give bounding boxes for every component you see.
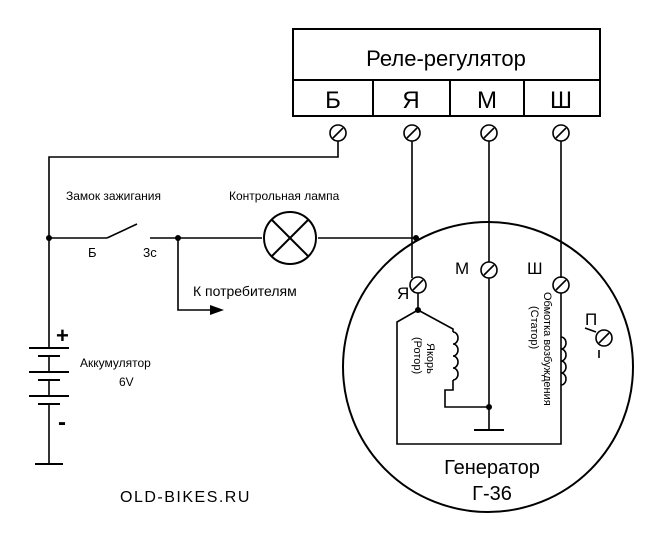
- battery-label: Аккумулятор: [80, 356, 151, 370]
- stator-coil: [560, 336, 567, 386]
- wire-b: [48, 141, 339, 340]
- wires: [48, 141, 562, 340]
- ignition-switch-contact: [106, 223, 138, 239]
- battery: + - Аккумулятор 6V: [29, 323, 151, 465]
- gen-terminal-p: [595, 329, 613, 347]
- battery-plus: +: [56, 323, 69, 348]
- relay-screw-terminals: [329, 124, 570, 142]
- battery-voltage: 6V: [119, 375, 134, 389]
- battery-minus: -: [58, 409, 66, 436]
- consumers-label: К потребителям: [193, 283, 297, 299]
- wire-consumers: [177, 238, 210, 311]
- consumers-arrow: [210, 305, 224, 315]
- relay-terminal-b: Б: [325, 87, 341, 114]
- stator-label: Обмотка возбуждения: [541, 292, 553, 406]
- gen-label-sh: Ш: [527, 259, 543, 278]
- junction-dots: [46, 235, 492, 410]
- relay-terminal-ya: Я: [402, 87, 419, 114]
- generator-title: Генератор: [444, 457, 540, 479]
- ignition-switch-label: Замок зажигания: [66, 189, 161, 203]
- relay-regulator: Реле-регулятор Б Я М Ш: [292, 28, 601, 117]
- switch-contact-b: Б: [88, 245, 97, 260]
- gen-label-p: П: [585, 310, 597, 329]
- stator-label-sub: (Статор): [528, 306, 540, 349]
- gen-label-ya: Я: [397, 284, 409, 303]
- gen-label-m: М: [455, 259, 469, 278]
- watermark: OLD-BIKES.RU: [120, 489, 251, 506]
- control-lamp: [263, 211, 317, 265]
- generator-model: Г-36: [472, 483, 512, 505]
- lamp-label: Контрольная лампа: [229, 189, 340, 203]
- relay-title: Реле-регулятор: [366, 46, 526, 71]
- relay-terminal-m: М: [477, 87, 497, 114]
- rotor-coil: [452, 331, 459, 381]
- switch-contact-3c: 3с: [143, 245, 157, 260]
- generator-housing: [342, 221, 634, 513]
- relay-box: [292, 28, 601, 117]
- lamp-symbol: [263, 211, 317, 265]
- relay-terminal-sh: Ш: [550, 87, 572, 114]
- generator: Я М Ш П Якорь (Ротор) Обмотка возбуждени…: [342, 221, 634, 513]
- rotor-label: Якорь: [424, 343, 436, 374]
- rotor-label-sub: (Ротор): [411, 337, 423, 374]
